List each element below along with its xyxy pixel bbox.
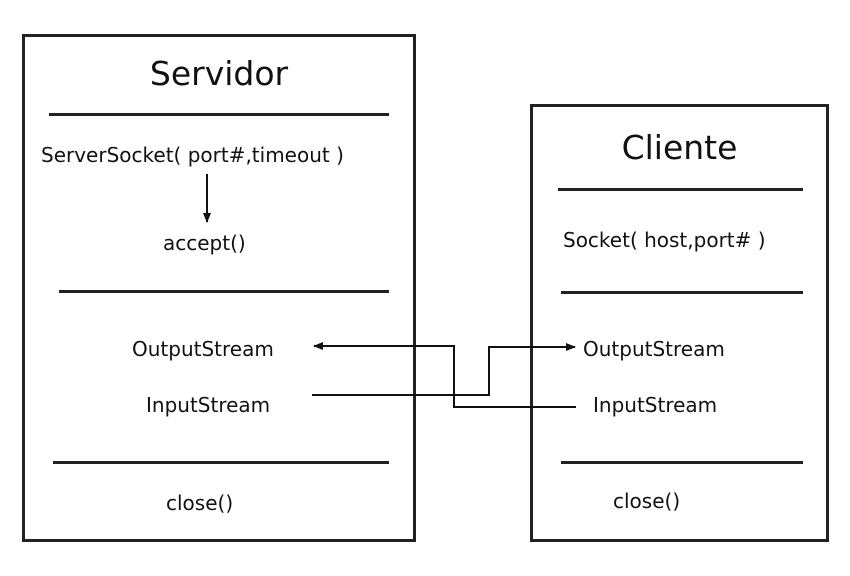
client-title: Cliente <box>621 128 738 167</box>
client-inputstream-label: InputStream <box>593 393 718 417</box>
server-inputstream-label: InputStream <box>146 393 271 417</box>
client-box: Cliente Socket( host,port# ) OutputStrea… <box>530 104 829 542</box>
server-constructor-label: ServerSocket( port#,timeout ) <box>41 143 344 167</box>
server-close-label: close() <box>166 491 234 515</box>
server-box: Servidor ServerSocket( port#,timeout ) a… <box>22 34 416 542</box>
server-divider-1 <box>49 113 389 116</box>
server-accept-label: accept() <box>163 231 246 255</box>
client-divider-3 <box>561 461 803 464</box>
server-title: Servidor <box>149 54 289 93</box>
client-close-label: close() <box>613 489 681 513</box>
client-constructor-label: Socket( host,port# ) <box>563 228 766 252</box>
client-divider-2 <box>561 291 803 294</box>
server-divider-3 <box>53 461 389 464</box>
server-divider-2 <box>59 290 389 293</box>
client-divider-1 <box>558 188 803 191</box>
client-outputstream-label: OutputStream <box>583 337 725 361</box>
server-outputstream-label: OutputStream <box>132 337 274 361</box>
